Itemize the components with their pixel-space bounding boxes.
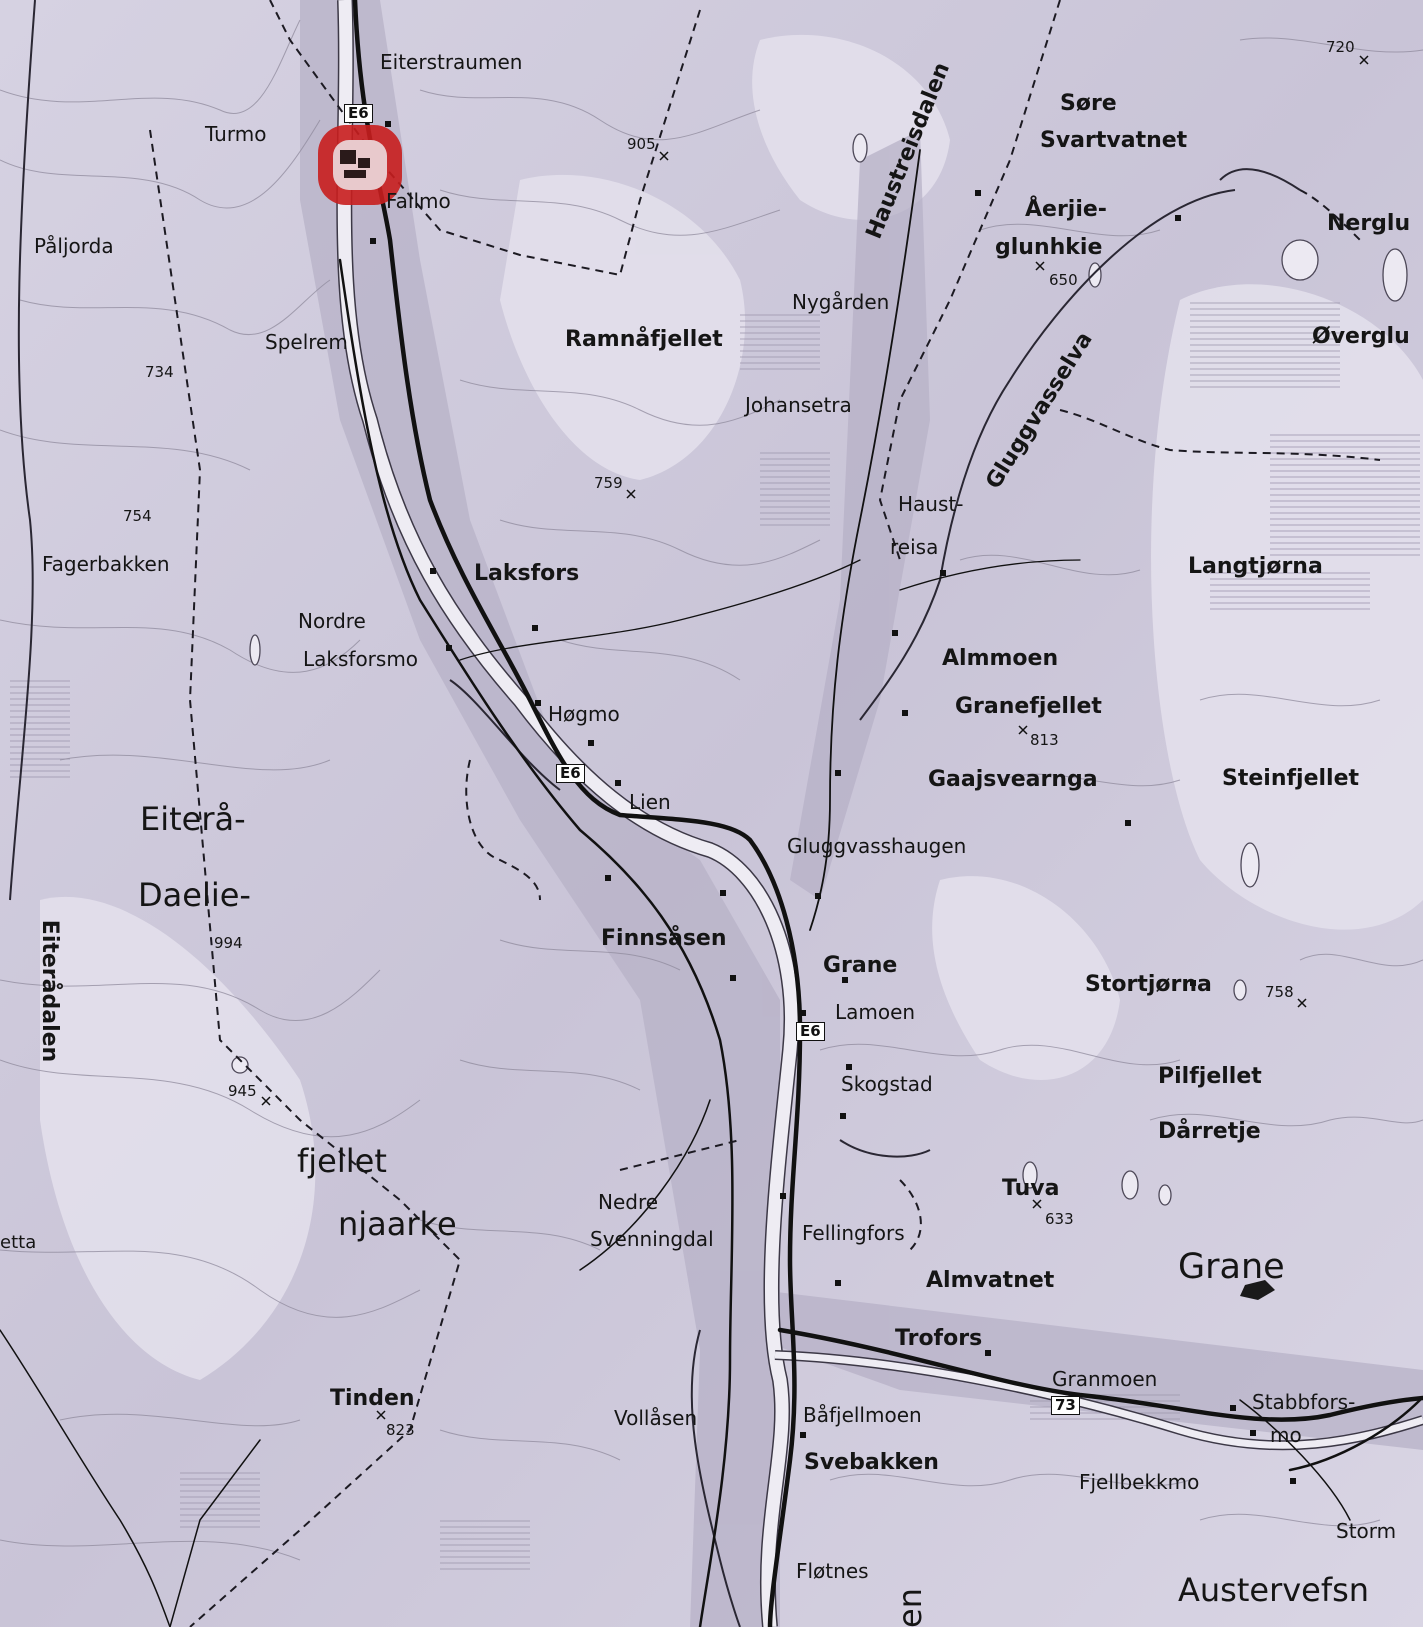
place-label: Fløtnes — [796, 1559, 869, 1583]
place-label: Gluggvasshaugen — [787, 834, 967, 858]
road-shield-e6: E6 — [344, 104, 373, 123]
place-label: Eiterå- — [140, 800, 246, 838]
place-label: Grane — [1178, 1247, 1285, 1287]
elevation-label: 945 — [228, 1082, 257, 1100]
place-label: Skogstad — [841, 1072, 933, 1096]
place-label: Eiterådalen — [37, 919, 63, 1063]
place-label: Spelrem — [265, 330, 348, 354]
place-label: Fjellbekkmo — [1079, 1470, 1200, 1494]
place-label: Granefjellet — [955, 694, 1102, 719]
elevation-label: 994 — [214, 934, 243, 952]
road-shield-e6: E6 — [556, 764, 585, 783]
place-label: reisa — [890, 535, 939, 559]
place-label: Ramnåfjellet — [565, 327, 723, 352]
place-label: Grane — [823, 953, 898, 978]
place-label: Storm — [1336, 1519, 1397, 1543]
place-label: Granmoen — [1052, 1367, 1158, 1391]
settlement-dots — [370, 121, 1296, 1484]
place-label: Vollåsen — [614, 1406, 698, 1430]
road-shield-e6: E6 — [796, 1022, 825, 1041]
place-label: Lien — [629, 790, 671, 814]
boundaries — [149, 0, 1381, 1627]
place-label: Johansetra — [745, 393, 852, 417]
elevation-label: 823 — [386, 1421, 415, 1439]
place-label: Tuva — [1002, 1176, 1060, 1201]
place-label: Søre — [1060, 91, 1117, 116]
place-label: Eiterstraumen — [380, 50, 523, 74]
place-label: Almvatnet — [926, 1268, 1055, 1293]
place-label: Almmoen — [942, 646, 1059, 671]
elevation-label: 754 — [123, 507, 152, 525]
place-label: Steinfjellet — [1222, 766, 1360, 791]
place-label: Turmo — [205, 122, 267, 146]
place-label: Åerjie- — [1025, 197, 1107, 222]
place-label: Fallmo — [386, 189, 451, 213]
place-label: Daelie- — [138, 876, 251, 914]
place-label: Gaajsvearnga — [928, 767, 1098, 792]
location-marker — [318, 125, 402, 205]
elevation-label: 759 — [594, 474, 623, 492]
place-label: Fagerbakken — [42, 552, 170, 576]
place-label: Austervefsn — [1178, 1571, 1370, 1609]
elevation-crosses — [261, 55, 1369, 1420]
place-label: Pilfjellet — [1158, 1064, 1262, 1089]
place-label: Trofors — [895, 1326, 983, 1351]
place-label: Svenningdal — [590, 1227, 714, 1251]
elevation-label: 734 — [145, 363, 174, 381]
place-label: Dårretje — [1158, 1119, 1261, 1144]
road-shield-73: 73 — [1051, 1396, 1080, 1415]
place-label: Laksforsmo — [303, 647, 419, 671]
lakes — [231, 133, 1408, 1206]
elevation-label: 633 — [1045, 1210, 1074, 1228]
elevation-label: 758 — [1265, 983, 1294, 1001]
place-label: Fellingfors — [802, 1221, 905, 1245]
place-label: Finnsåsen — [601, 926, 727, 951]
place-label: Nerglu — [1327, 211, 1411, 236]
place-label: en — [890, 1588, 929, 1627]
contour-lines — [0, 19, 1423, 1561]
place-label: Nygården — [792, 290, 890, 314]
place-label: Svebakken — [804, 1450, 939, 1475]
marsh-areas — [10, 300, 1420, 1570]
place-label: Haust- — [898, 492, 964, 516]
place-label: Laksfors — [474, 561, 580, 586]
place-label: Svartvatnet — [1040, 128, 1188, 153]
grane-town-cluster — [1240, 1280, 1275, 1300]
place-label: Påljorda — [34, 234, 114, 258]
place-label: Langtjørna — [1188, 554, 1323, 579]
elevation-label: 720 — [1326, 38, 1355, 56]
place-label: Båfjellmoen — [803, 1403, 922, 1427]
place-label: glunhkie — [995, 235, 1103, 260]
place-label: fjellet — [297, 1142, 387, 1180]
place-label: Tinden — [330, 1386, 415, 1411]
place-label: Høgmo — [548, 702, 620, 726]
place-label: etta — [0, 1232, 37, 1253]
place-label: mo — [1270, 1423, 1302, 1447]
place-label: Lamoen — [835, 1000, 916, 1024]
place-label: Stabbfors- — [1252, 1390, 1356, 1414]
place-label: Øverglu — [1312, 324, 1410, 349]
place-label: Nedre — [598, 1190, 659, 1214]
elevation-label: 650 — [1049, 271, 1078, 289]
elevation-label: 813 — [1030, 731, 1059, 749]
place-label: njaarke — [338, 1205, 457, 1243]
place-label: Stortjørna — [1085, 972, 1212, 997]
place-label: Nordre — [298, 609, 366, 633]
elevation-label: 905 — [627, 135, 656, 153]
